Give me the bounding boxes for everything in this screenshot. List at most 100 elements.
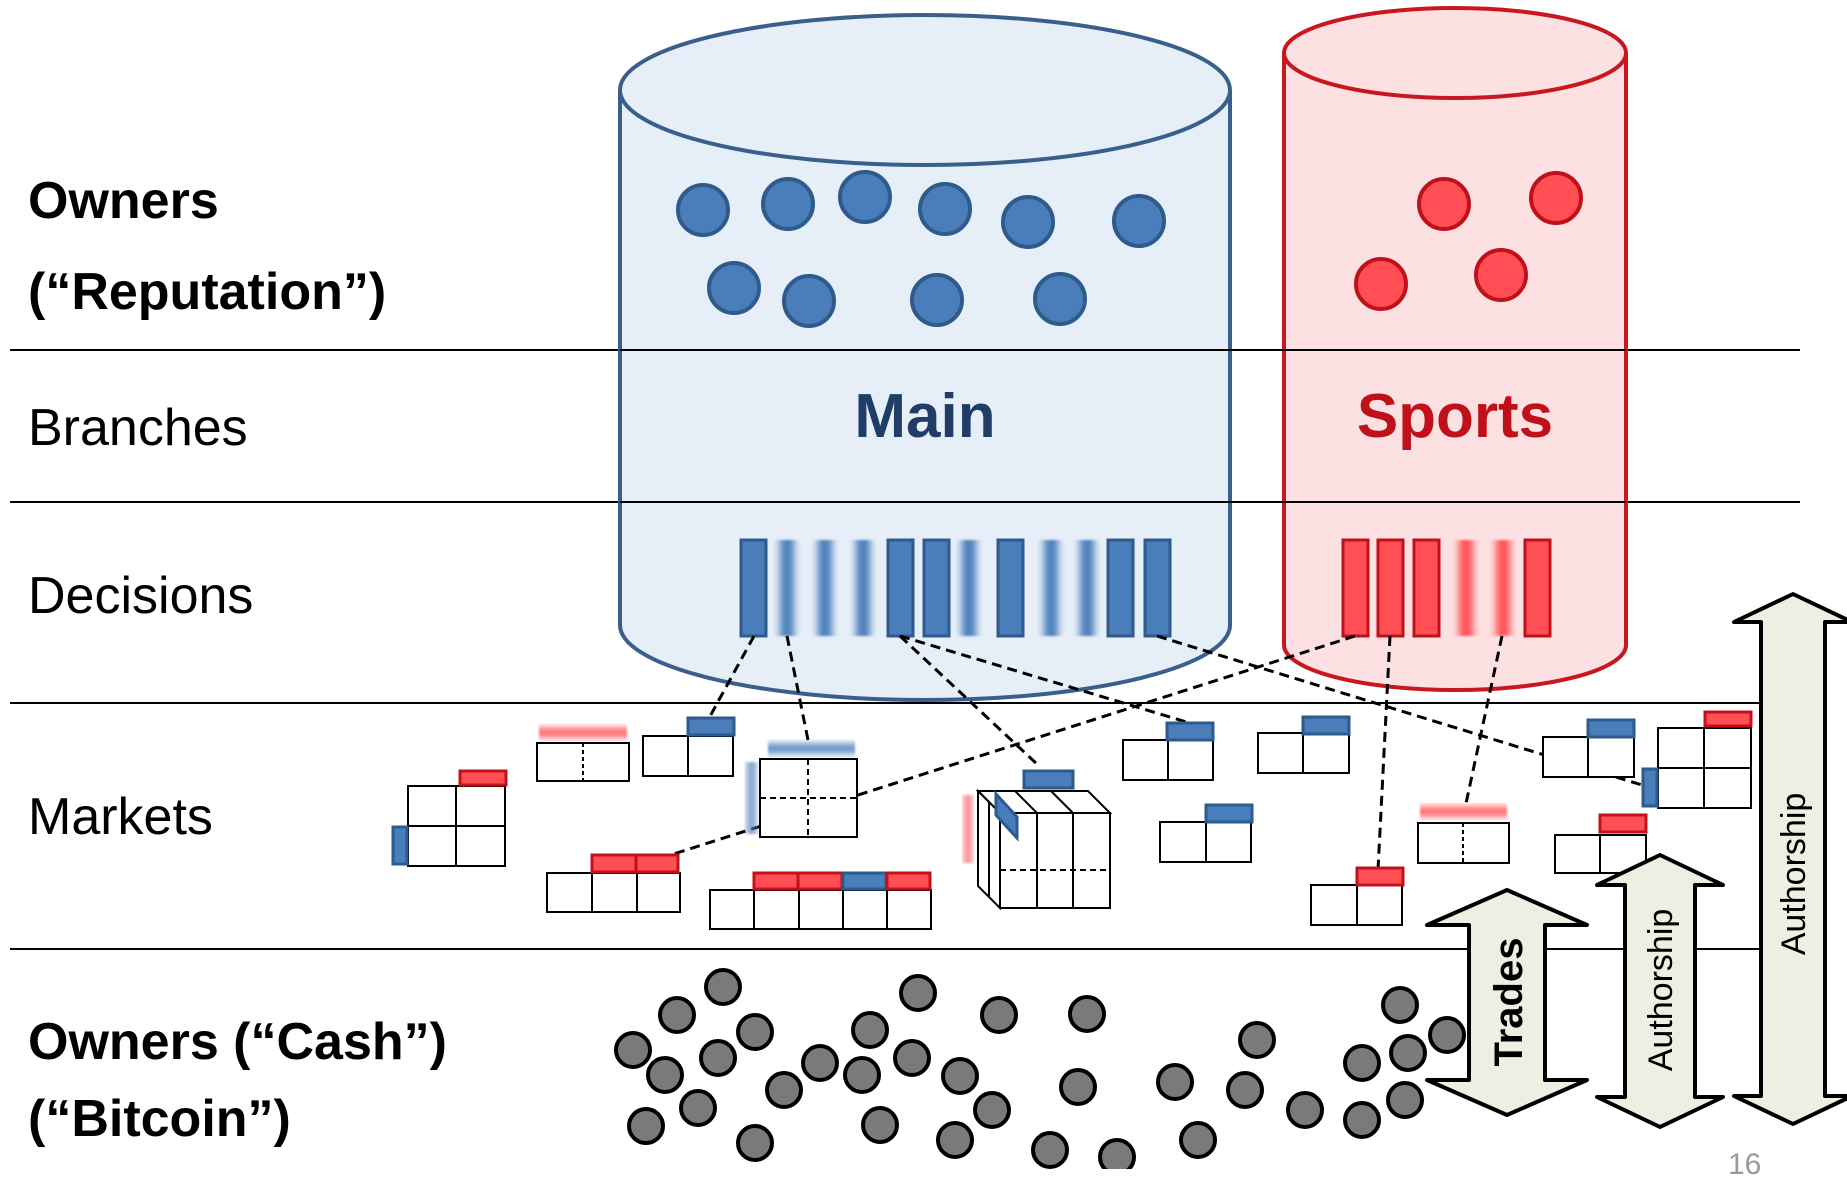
cash-owner [1386,1081,1424,1119]
decision-bar [739,538,768,638]
decision-bar [996,538,1025,638]
cash-owner [736,1013,774,1051]
cash-owner [679,1089,717,1127]
cash-owner [1389,1034,1427,1072]
decision-bar-faded [962,540,976,636]
decision-bar-faded [780,540,794,636]
reputation-owner [1354,257,1408,311]
cash-owner [765,1071,803,1109]
market [642,716,736,777]
cash-owner [1381,986,1419,1024]
cash-owner [1226,1071,1264,1109]
cash-owner [736,1124,774,1162]
cash-owner [893,1039,931,1077]
decision-bar-faded [1080,540,1094,636]
link [1463,635,1504,809]
reputation-owner [1033,272,1087,326]
decision-bar-faded [818,540,832,636]
cash-owner [614,1031,652,1069]
link [1376,635,1392,871]
cash-owner [1059,1068,1097,1106]
market-cube [965,769,1113,911]
reputation-owner [1529,171,1583,225]
link [899,634,1191,725]
row-label-cash-owners-line2: (“Bitcoin”) [28,1090,291,1148]
market [1542,718,1636,778]
cash-owner [1068,995,1106,1033]
market [391,769,508,867]
sports-decisions [1341,538,1552,638]
market [1257,715,1351,774]
markets [391,710,1753,930]
decision-bar-faded [1459,540,1473,636]
row-label-cash-owners-line1: Owners (“Cash”) [28,1013,447,1071]
decision-bar-faded [1496,540,1510,636]
reputation-owner [1474,248,1528,302]
market [709,871,932,930]
cash-owner [627,1107,665,1145]
decision-bar-faded [856,540,870,636]
market [748,744,858,838]
decision-bar-faded [1044,540,1058,636]
cash-owner [1156,1063,1194,1101]
row-label-decisions: Decisions [28,567,254,625]
main-reputation-owners [676,170,1166,328]
row-label-reputation-owners-line1: Owners [28,172,219,230]
row-label-markets: Markets [28,788,213,846]
authorship-arrow-short: Authorship [1595,853,1725,1129]
reputation-owner [838,170,892,224]
cash-owner [1428,1016,1466,1054]
row-dividers-overlay [620,349,1626,503]
reputation-owner [676,183,730,237]
decision-bar [1143,538,1172,638]
trades-label: Trades [1487,938,1531,1067]
cash-owner [1179,1121,1217,1159]
reputation-owner [707,261,761,315]
decision-bar [922,538,951,638]
cash-owners [614,968,1466,1176]
reputation-owner [918,182,972,236]
reputation-owner [782,274,836,328]
cash-owner [1343,1101,1381,1139]
authorship-label-tall: Authorship [1775,793,1813,956]
decision-bar [1412,538,1441,638]
authorship-arrow-tall: Authorship [1732,592,1847,1126]
branch-label-main: Main [854,382,995,451]
cash-owner [941,1057,979,1095]
cash-owner [704,968,742,1006]
reputation-owner [1001,195,1055,249]
cash-owner [1343,1044,1381,1082]
reputation-owner [910,273,964,327]
decision-bar [886,538,915,638]
market [1554,813,1648,874]
market [546,853,681,913]
decision-bar [1523,538,1552,638]
link [785,635,810,741]
cash-owner [980,996,1018,1034]
branch-label-sports: Sports [1357,382,1553,451]
reputation-owner [1417,177,1471,231]
page-number: 16 [1728,1148,1762,1181]
market [536,728,630,782]
market [1310,866,1405,926]
reputation-owner [761,177,815,231]
cash-owner [936,1121,974,1159]
market [1122,721,1215,781]
cash-owner [1031,1131,1069,1169]
cash-owner [1098,1138,1136,1176]
decision-bar [1376,538,1405,638]
cash-owner [843,1056,881,1094]
cash-owner [851,1011,889,1049]
cash-owner [699,1039,737,1077]
cash-owner [1238,1021,1276,1059]
decision-bar [1106,538,1135,638]
cash-owner [861,1106,899,1144]
authorship-label-short: Authorship [1642,909,1680,1072]
market [1417,807,1510,864]
row-label-reputation-owners-line2: (“Reputation”) [28,263,387,321]
cash-owner [1286,1091,1324,1129]
decision-bar [1341,538,1370,638]
market [1641,710,1753,809]
